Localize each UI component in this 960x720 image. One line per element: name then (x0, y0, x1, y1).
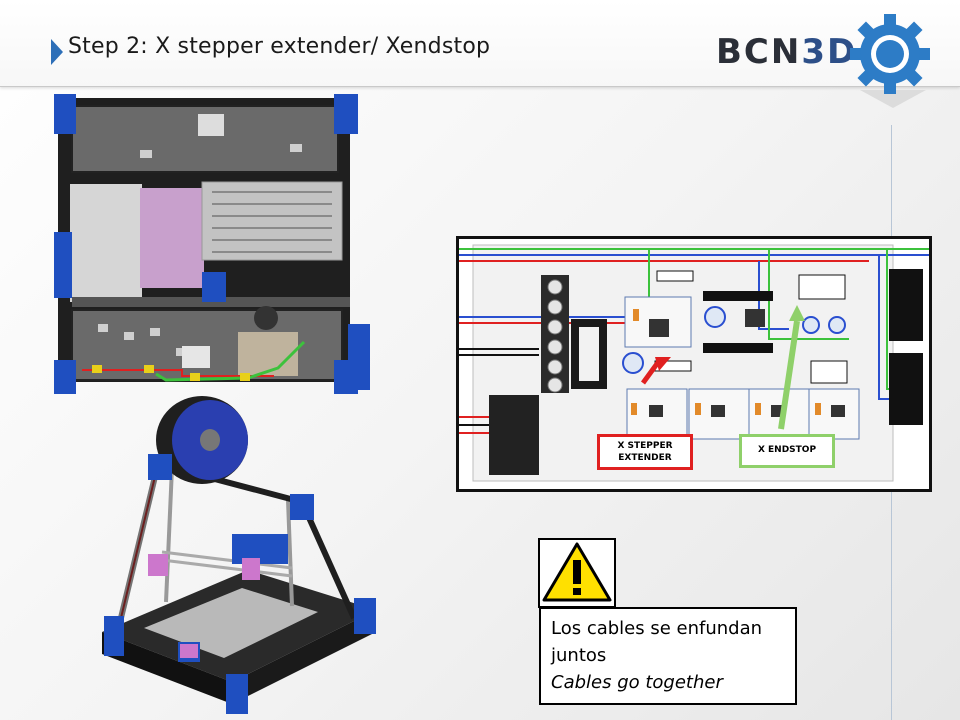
printer-perspective-illustration (102, 396, 376, 714)
electronics-board-figure: X STEPPER EXTENDER X ENDSTOP (456, 236, 932, 492)
printer-top-view-illustration (54, 94, 370, 394)
note-spanish-text: Los cables se enfundan juntos (551, 618, 763, 666)
callout-x-stepper-line2: EXTENDER (618, 453, 672, 463)
slide-header: Step 2: X stepper extender/ Xendstop BCN… (0, 0, 960, 108)
brand-logo-part-a: BCN (716, 32, 802, 72)
brand-logo-part-b: 3D (801, 32, 858, 72)
brand-logo-text: BCN3D (716, 32, 857, 72)
callout-x-endstop: X ENDSTOP (739, 434, 835, 468)
callout-x-endstop-label: X ENDSTOP (757, 445, 817, 455)
callout-x-stepper-line1: X STEPPER (617, 441, 673, 451)
electronics-board-diagram (459, 239, 929, 489)
callout-x-stepper-extender: X STEPPER EXTENDER (597, 434, 693, 470)
note-english-text: Cables go together (551, 672, 723, 693)
warning-icon (538, 538, 616, 608)
chevron-right-icon (51, 39, 63, 65)
gear-logo-icon (850, 14, 930, 108)
slide-title: Step 2: X stepper extender/ Xendstop (68, 34, 491, 59)
note-box: Los cables se enfundan juntos Cables go … (539, 607, 797, 705)
